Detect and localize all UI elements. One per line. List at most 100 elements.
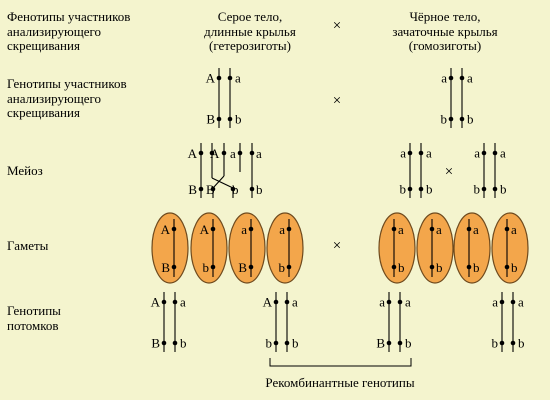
female-gamete: ab [266, 212, 304, 284]
cross-symbol-phenotypes: × [333, 18, 341, 34]
male-dyad-2-left: ab [474, 143, 487, 198]
female-genotype-left: AB [206, 68, 222, 128]
allele-label: a [180, 295, 186, 310]
allele-label: b [203, 260, 210, 275]
locus-dot [286, 226, 292, 232]
male-gamete: ab [378, 212, 416, 284]
gamete-cell [416, 212, 454, 284]
allele-label: b [279, 260, 286, 275]
locus-dot [249, 150, 255, 156]
cross-symbol-gametes: × [333, 238, 341, 254]
locus-dot [499, 299, 505, 305]
male-dyad-1-right: ab [418, 143, 433, 198]
allele-label: b [400, 182, 407, 197]
gamete-cell [190, 212, 228, 284]
allele-label: a [400, 146, 406, 161]
offspring-genotype-right: ab [510, 292, 525, 352]
female-gamete: aB [228, 212, 266, 284]
allele-label: a [467, 71, 473, 86]
allele-label: a [405, 295, 411, 310]
locus-dot [227, 75, 233, 81]
male-gamete: ab [491, 212, 529, 284]
locus-dot [504, 264, 510, 270]
allele-label: b [180, 336, 187, 351]
allele-label: B [238, 260, 247, 275]
recombinant-label: Рекомбинантные генотипы [265, 375, 414, 390]
locus-dot [510, 299, 516, 305]
allele-label: B [206, 112, 215, 127]
allele-label: b [474, 182, 481, 197]
locus-dot [227, 116, 233, 122]
locus-dot [273, 299, 279, 305]
allele-label: a [441, 71, 447, 86]
allele-label: b [232, 182, 239, 197]
locus-dot [492, 150, 498, 156]
allele-label: A [200, 222, 210, 237]
locus-dot [466, 226, 472, 232]
gamete-cell [151, 212, 189, 284]
locus-dot [397, 299, 403, 305]
label-genotypes: Генотипы участников анализирующего скрещ… [7, 76, 127, 120]
allele-label: a [230, 146, 236, 161]
male-gamete: ab [416, 212, 454, 284]
allele-label: b [292, 336, 299, 351]
offspring-genotype-left: ab [492, 292, 505, 352]
locus-dot [448, 116, 454, 122]
locus-dot [216, 116, 222, 122]
locus-dot [466, 264, 472, 270]
locus-dot [510, 340, 516, 346]
locus-dot [459, 116, 465, 122]
female-genotype-right: ab [227, 68, 242, 128]
offspring-genotype-right: ab [397, 292, 412, 352]
offspring-genotype-left: aB [376, 292, 392, 352]
allele-label: B [161, 260, 170, 275]
label-phenotypes: Фенотипы участников анализирующего скрещ… [7, 9, 131, 53]
cross-symbol-meiosis: × [445, 164, 453, 180]
allele-label: a [241, 222, 247, 237]
allele-label: A [210, 146, 220, 161]
locus-dot [248, 226, 254, 232]
male-genotype-right: ab [459, 68, 474, 128]
allele-label: a [473, 222, 479, 237]
allele-label: a [426, 146, 432, 161]
offspring-genotype-left: AB [151, 292, 167, 352]
locus-dot [210, 264, 216, 270]
locus-dot [221, 150, 227, 156]
allele-label: B [206, 182, 215, 197]
allele-label: b [473, 260, 480, 275]
allele-label: a [279, 222, 285, 237]
locus-dot [171, 264, 177, 270]
locus-dot [481, 150, 487, 156]
gamete-cell [453, 212, 491, 284]
locus-dot [429, 264, 435, 270]
allele-label: b [500, 182, 507, 197]
locus-dot [172, 299, 178, 305]
locus-dot [391, 226, 397, 232]
locus-dot [504, 226, 510, 232]
female-phenotype: Серое тело, длинные крылья (гетерозиготы… [204, 9, 296, 53]
locus-dot [397, 340, 403, 346]
locus-dot [209, 150, 215, 156]
locus-dot [407, 186, 413, 192]
crossover-line [212, 175, 225, 189]
cross-symbol-genotypes: × [333, 93, 341, 109]
male-gamete: ab [453, 212, 491, 284]
locus-dot [210, 186, 216, 192]
gamete-cell [491, 212, 529, 284]
female-gamete: AB [151, 212, 189, 284]
allele-label: B [151, 336, 160, 351]
allele-label: a [511, 222, 517, 237]
crossover-line [211, 177, 234, 189]
locus-dot [407, 150, 413, 156]
locus-dot [172, 340, 178, 346]
allele-label: a [474, 146, 480, 161]
locus-dot [386, 299, 392, 305]
label-offspring: Генотипы потомков [7, 303, 61, 333]
label-gametes: Гаметы [7, 238, 49, 253]
locus-dot [418, 150, 424, 156]
allele-label: b [492, 336, 499, 351]
male-dyad-2-right: ab [492, 143, 507, 198]
allele-label: b [256, 182, 263, 197]
